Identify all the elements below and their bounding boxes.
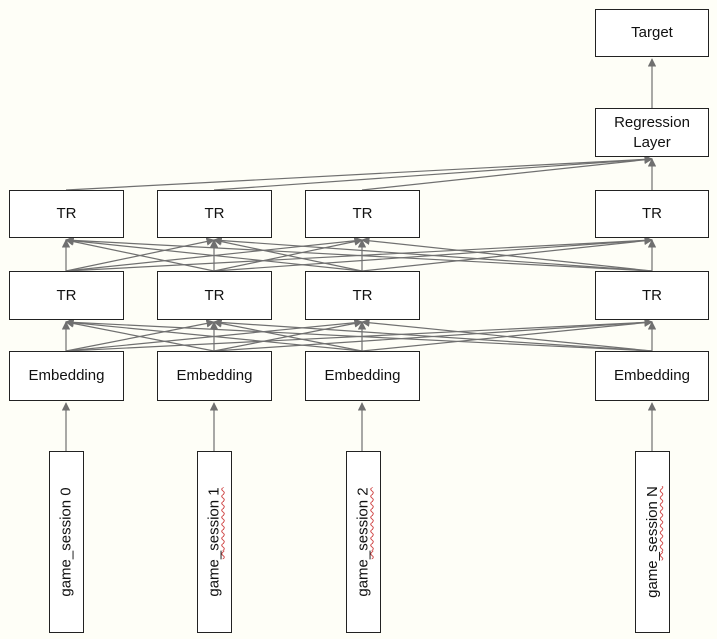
- tr-upper-n-label: TR: [642, 205, 662, 222]
- arrow-tr-lower-2-to-tr-upper-0: [65, 236, 363, 272]
- arrow-tr-lower-3-to-tr-upper-0: [65, 236, 653, 272]
- arrow-embedding-3-to-tr-lower-2: [361, 318, 653, 352]
- embedding-0-label: Embedding: [28, 367, 105, 384]
- tr-lower-0-label: TR: [56, 286, 77, 304]
- arrow-embedding-2-to-tr-lower-1: [213, 319, 363, 352]
- input-game-session-n: game_session N: [635, 451, 670, 633]
- embedding-n: Embedding: [595, 351, 709, 401]
- arrow-embedding-2-to-tr-lower-0: [65, 318, 363, 352]
- arrow-tr-lower-1-to-tr-upper-0: [65, 237, 215, 272]
- arrow-tr-upper-1-to-regression: [213, 155, 653, 191]
- arrow-embedding-1-to-tr-lower-0: [65, 319, 215, 352]
- input-game-session-n-label: game_session N: [643, 486, 661, 598]
- tr-lower-n-label: TR: [642, 286, 662, 304]
- input-game-session-2-label: game_session 2: [354, 487, 372, 597]
- tr-upper-0-label: TR: [56, 205, 77, 222]
- target-box: Target: [595, 9, 709, 57]
- input-game-session-0: game_session 0: [49, 451, 84, 633]
- embedding-1-label: Embedding: [176, 367, 253, 384]
- embedding-n-label: Embedding: [614, 367, 690, 384]
- regression-layer-label: Regression Layer: [614, 113, 690, 151]
- arrow-tr-upper-0-to-regression: [65, 155, 653, 191]
- tr-upper-1: TR: [157, 190, 272, 238]
- tr-lower-1: TR: [157, 271, 272, 320]
- input-game-session-1: game_session 1: [197, 451, 232, 633]
- arrow-tr-lower-2-to-tr-upper-1: [213, 237, 363, 272]
- embedding-1: Embedding: [157, 351, 272, 401]
- embedding-2: Embedding: [305, 351, 420, 401]
- tr-upper-n: TR: [595, 190, 709, 238]
- embedding-0: Embedding: [9, 351, 124, 401]
- arrow-tr-upper-2-to-regression: [361, 155, 653, 191]
- target-label: Target: [631, 24, 673, 41]
- tr-lower-1-label: TR: [204, 286, 225, 304]
- tr-upper-1-label: TR: [204, 205, 225, 222]
- tr-lower-2-label: TR: [352, 286, 373, 304]
- tr-upper-2: TR: [305, 190, 420, 238]
- arrow-embedding-3-to-tr-lower-0: [65, 318, 653, 352]
- arrow-tr-lower-3-to-tr-upper-2: [361, 236, 653, 272]
- regression-layer-box: Regression Layer: [595, 108, 709, 157]
- input-game-session-0-label: game_session 0: [57, 487, 75, 597]
- tr-upper-0: TR: [9, 190, 124, 238]
- input-game-session-2: game_session 2: [346, 451, 381, 633]
- embedding-2-label: Embedding: [324, 367, 401, 384]
- arrow-embedding-3-to-tr-lower-1: [213, 318, 653, 352]
- tr-lower-0: TR: [9, 271, 124, 320]
- tr-upper-2-label: TR: [352, 205, 373, 222]
- tr-lower-2: TR: [305, 271, 420, 320]
- input-game-session-1-label: game_session 1: [205, 487, 223, 597]
- arrow-tr-lower-3-to-tr-upper-1: [213, 236, 653, 272]
- tr-lower-n: TR: [595, 271, 709, 320]
